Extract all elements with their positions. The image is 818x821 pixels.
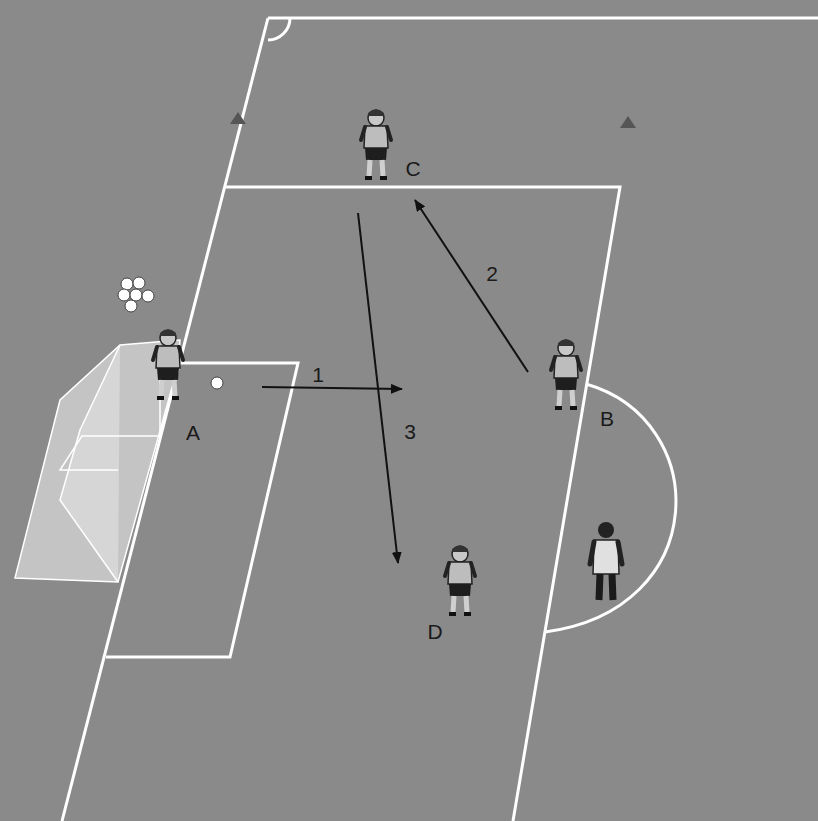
player-label: C [405, 158, 420, 179]
player-label: D [427, 621, 442, 642]
player-label: A [186, 422, 200, 443]
callout-number: 1 [312, 364, 324, 385]
callout-number: 3 [404, 421, 416, 442]
callout-number: 2 [486, 263, 498, 284]
player-label: B [600, 408, 614, 429]
